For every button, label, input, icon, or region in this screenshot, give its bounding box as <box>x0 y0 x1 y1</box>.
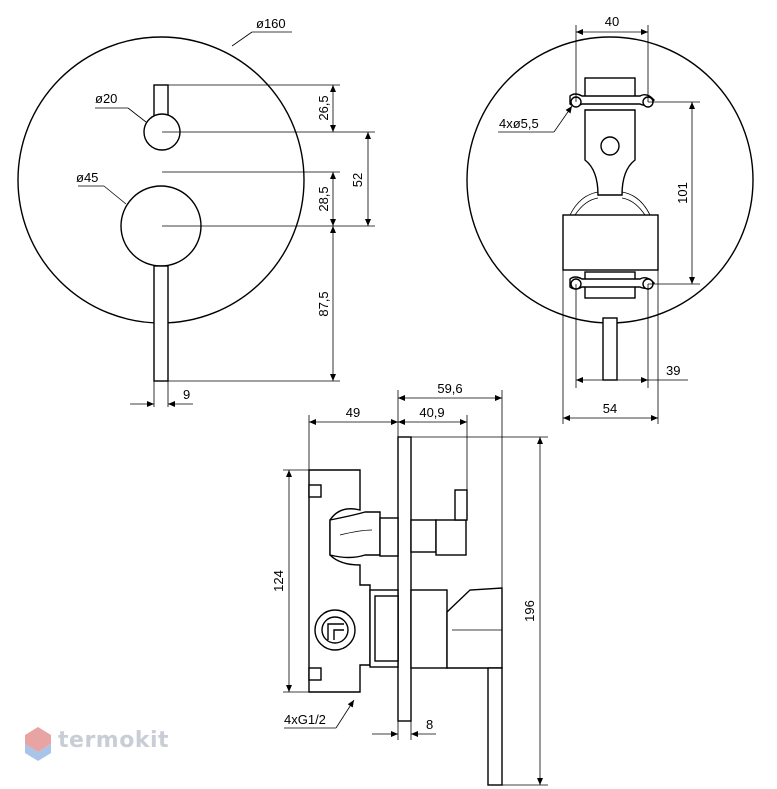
front-handle-diameter-label: ø45 <box>76 170 98 185</box>
back-top-bracket <box>569 93 655 107</box>
front-dim-26-5: 26,5 <box>316 95 331 120</box>
back-dim-54: 54 <box>603 401 617 416</box>
back-view: 40 4xø5,5 101 39 54 <box>466 14 754 424</box>
side-dim-40-9: 40,9 <box>419 405 444 420</box>
front-view: ø160 ø20 ø45 26,5 52 28,5 87,5 9 <box>17 16 375 407</box>
front-knob-diameter-label: ø20 <box>95 91 117 106</box>
side-dim-59-6: 59,6 <box>437 381 462 396</box>
back-holes-label: 4xø5,5 <box>499 116 539 131</box>
side-dim-124: 124 <box>271 570 286 592</box>
side-view: 59,6 49 40,9 124 196 4xG1/2 8 <box>271 381 548 786</box>
side-dim-196: 196 <box>522 600 537 622</box>
front-plate-diameter-label: ø160 <box>256 16 286 31</box>
back-dim-39: 39 <box>666 363 680 378</box>
side-lever <box>487 667 503 786</box>
front-dim-9: 9 <box>183 387 190 402</box>
front-lever <box>153 265 169 382</box>
front-dim-52: 52 <box>350 173 365 187</box>
side-cover-plate <box>397 436 412 722</box>
side-connections-label: 4xG1/2 <box>284 712 326 727</box>
back-cartridge-block <box>562 214 659 271</box>
termokit-logo-text: termokit <box>58 728 170 753</box>
back-bottom-bracket <box>569 276 655 290</box>
side-dim-8: 8 <box>426 717 433 732</box>
side-cartridge-sleeve <box>410 589 448 669</box>
front-dim-28-5: 28,5 <box>316 186 331 211</box>
side-handle-hub <box>446 587 503 669</box>
side-valve-body <box>308 469 371 693</box>
back-lever <box>602 317 618 381</box>
side-dim-49: 49 <box>346 405 360 420</box>
back-dim-101: 101 <box>675 182 690 204</box>
termokit-logo-icon <box>25 727 51 761</box>
side-knob <box>435 519 467 556</box>
front-dim-87-5: 87,5 <box>316 291 331 316</box>
back-dim-40: 40 <box>605 14 619 29</box>
